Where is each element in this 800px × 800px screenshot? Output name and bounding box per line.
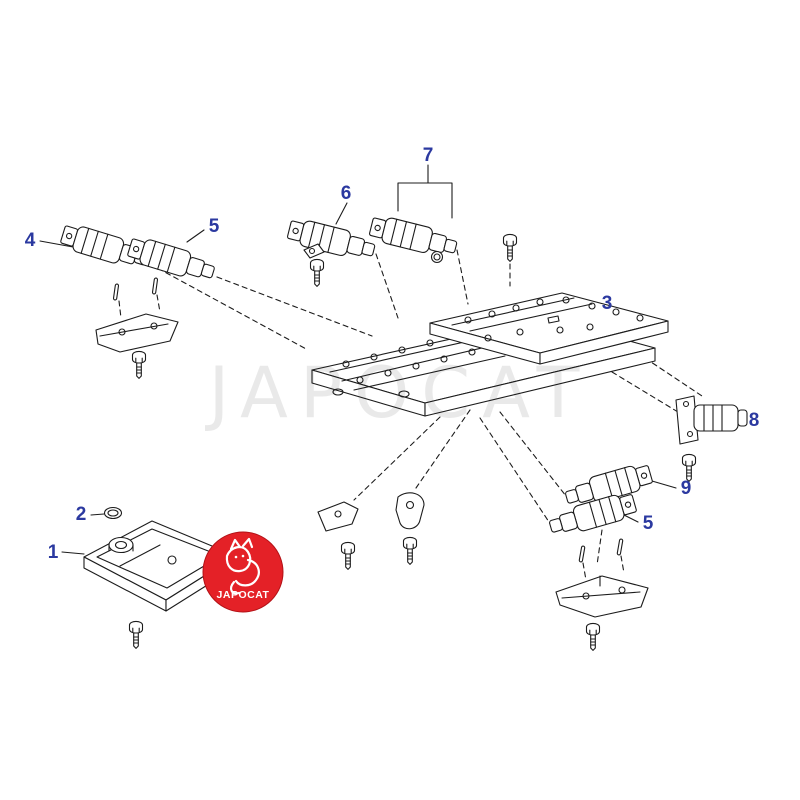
bracket-middle-left-drawing	[317, 501, 359, 532]
valve-body-upper-drawing	[429, 292, 669, 365]
bracket-middle-right-drawing	[395, 492, 425, 530]
japocat-logo: JAPOCAT	[202, 531, 284, 613]
bolt-left-bracket	[131, 350, 147, 379]
callout-8: 8	[748, 410, 760, 431]
callout-6: 6	[340, 183, 352, 204]
callout-5-top: 5	[208, 216, 220, 237]
assembly-dashed-lines	[118, 249, 703, 581]
callout-4: 4	[24, 230, 36, 251]
bracket-right-drawing	[555, 575, 649, 618]
callout-3: 3	[601, 293, 613, 314]
callout-9: 9	[680, 478, 692, 499]
cat-mark-icon	[225, 537, 260, 595]
bolt-top	[502, 233, 518, 262]
solenoid-8-drawing	[675, 395, 748, 445]
bolt-middle-left	[340, 541, 356, 570]
callout-1: 1	[47, 542, 59, 563]
solenoid-6-drawing	[285, 216, 378, 264]
solenoid-7-drawing	[367, 213, 460, 264]
bolt-solenoid-6	[309, 258, 325, 287]
bracket-left-drawing	[95, 313, 179, 353]
bolt-right-bracket	[585, 622, 601, 651]
callout-2: 2	[75, 504, 87, 525]
callout-7: 7	[422, 145, 434, 166]
bolt-middle-right	[402, 536, 418, 565]
solenoid-5-top-drawing	[125, 234, 218, 286]
callout-5-bottom: 5	[642, 513, 654, 534]
o-ring-2-drawing	[103, 506, 123, 520]
logo-text: JAPOCAT	[217, 589, 270, 601]
dowel-pins-right	[578, 538, 624, 563]
dowel-pins-left	[112, 277, 159, 301]
bolt-pan	[128, 620, 144, 649]
